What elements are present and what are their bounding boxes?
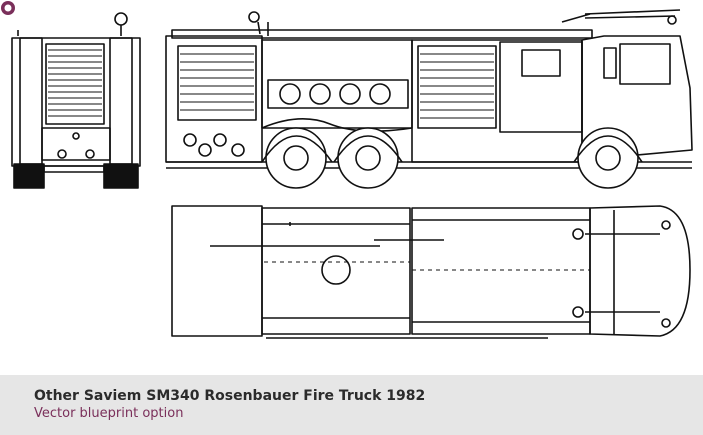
radio-dot-icon[interactable]: [0, 0, 16, 16]
caption-bar: [0, 375, 703, 435]
blueprint-option-label: Vector blueprint option: [34, 406, 184, 421]
side-view: [165, 9, 693, 189]
blueprint-drawing: [11, 9, 693, 339]
vehicle-title: Other Saviem SM340 Rosenbauer Fire Truck…: [34, 388, 426, 404]
top-view: [171, 205, 691, 339]
rear-view: [11, 12, 141, 189]
